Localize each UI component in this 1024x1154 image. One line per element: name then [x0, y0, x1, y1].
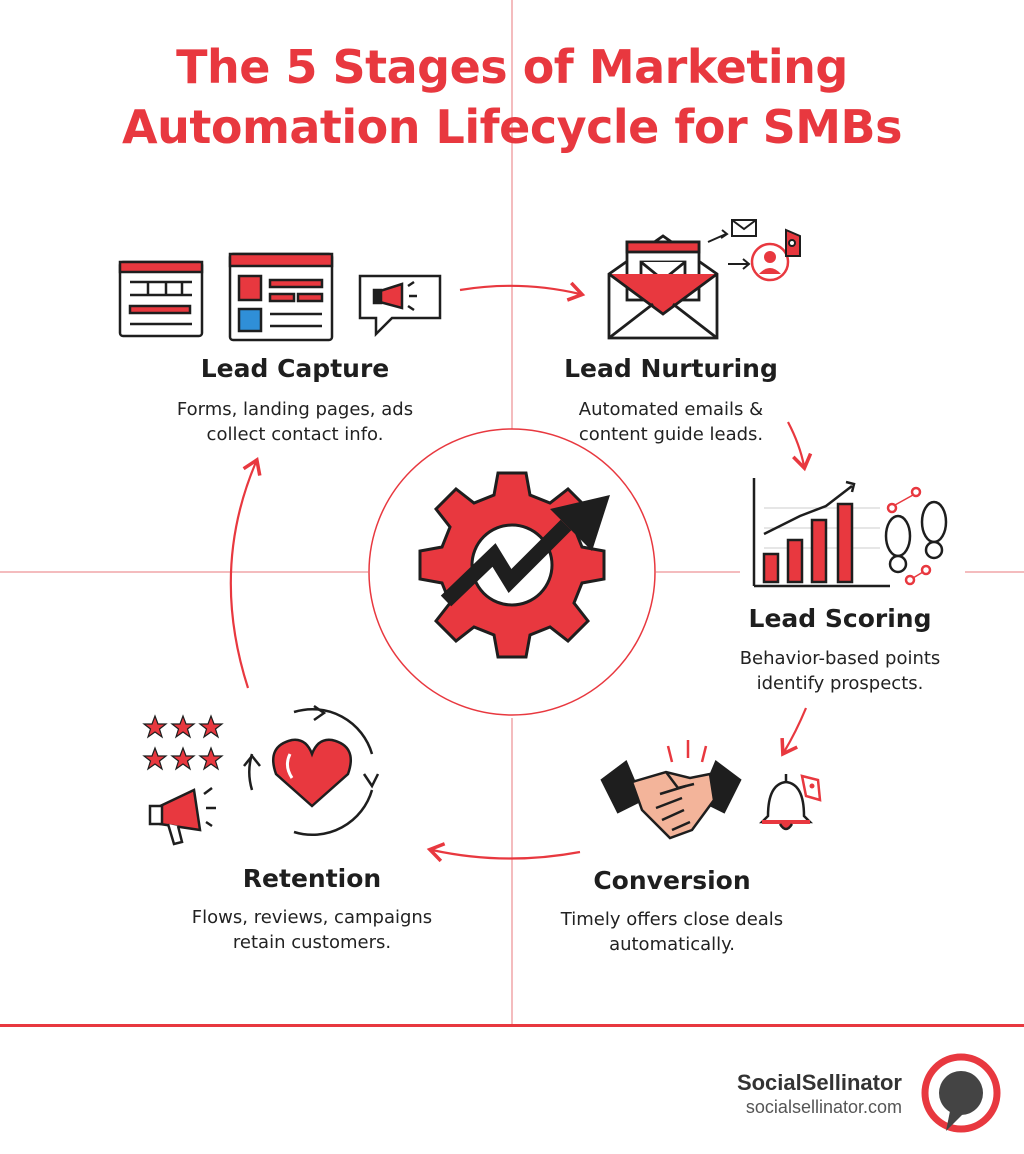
- stage-lead-scoring-title: Lead Scoring: [748, 604, 932, 633]
- handshake-icon: [600, 740, 742, 840]
- bell-tag-icon: [758, 774, 822, 831]
- stage-lead-scoring-desc-line-2: identify prospects.: [756, 673, 924, 694]
- megaphone-icon: [148, 787, 216, 846]
- stage-lead-nurturing-desc-line-1: Automated emails &: [578, 399, 764, 420]
- form-icon: [118, 260, 204, 338]
- stage-conversion-desc-line-1: Timely offers close deals: [560, 909, 784, 930]
- arrow-conversion-to-retention: [426, 842, 581, 863]
- stage-lead-nurturing-title: Lead Nurturing: [564, 354, 778, 383]
- brand-logo-icon: [921, 1053, 1001, 1133]
- page-title-line-2: Automation Lifecycle for SMBs: [122, 100, 903, 154]
- stage-conversion-title: Conversion: [593, 866, 751, 895]
- stage-retention-desc-line-1: Flows, reviews, campaigns: [191, 907, 433, 928]
- stars-rating-icon: [142, 714, 224, 771]
- stage-lead-capture-title: Lead Capture: [200, 354, 390, 383]
- stage-lead-nurturing-desc-line-2: content guide leads.: [578, 424, 764, 445]
- stage-retention-desc-line-2: retain customers.: [232, 932, 392, 953]
- page-title-line-1: The 5 Stages of Marketing: [176, 40, 848, 94]
- arrow-nurturing-to-scoring: [787, 421, 813, 472]
- cycle-arrows: [229, 281, 813, 863]
- envelope-icon: [607, 234, 719, 340]
- landing-page-icon: [228, 252, 334, 342]
- stage-lead-capture-desc-line-1: Forms, landing pages, ads: [176, 399, 414, 420]
- stage-lead-capture-desc-line-2: collect contact info.: [206, 424, 384, 445]
- bar-chart-icon: [752, 478, 890, 588]
- heart-cycle-icon: [243, 704, 380, 837]
- quadrant-guides: [0, 0, 1024, 1024]
- arrow-capture-to-nurturing: [459, 281, 586, 302]
- stage-conversion-desc-line-2: automatically.: [609, 934, 735, 955]
- stage-retention-title: Retention: [242, 864, 382, 893]
- stage-lead-scoring-desc-line-1: Behavior-based points: [739, 648, 941, 669]
- footprints-icon: [884, 486, 948, 586]
- brand-name: SocialSellinator: [736, 1070, 902, 1095]
- email-send-icon: [707, 219, 801, 282]
- footer: SocialSellinator socialsellinator.com: [0, 1024, 1024, 1154]
- arrow-retention-to-capture: [229, 457, 262, 689]
- arrow-scoring-to-conversion: [780, 707, 808, 757]
- gear-trend-arrow-icon: [418, 471, 610, 659]
- brand-url[interactable]: socialsellinator.com: [745, 1097, 902, 1117]
- megaphone-ad-icon: [358, 274, 442, 338]
